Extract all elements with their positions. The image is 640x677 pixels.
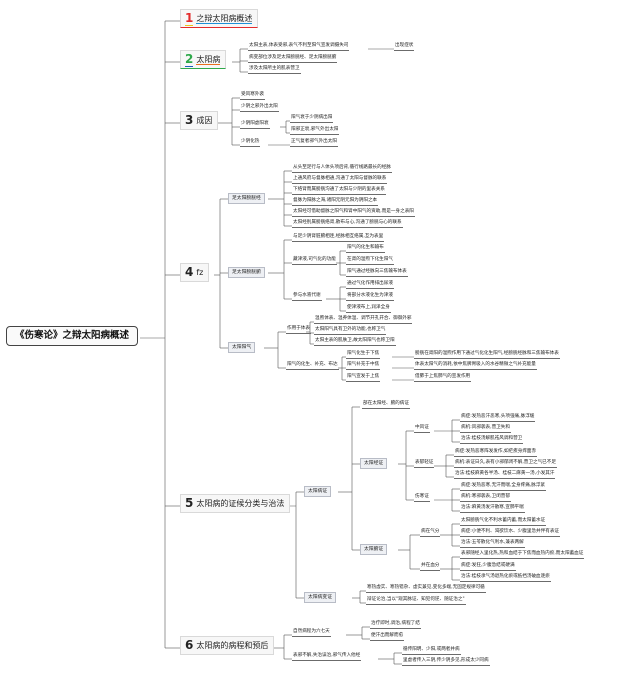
category-label: 之辩太阳病概述 (196, 14, 253, 24)
category-number: 2 (185, 52, 194, 67)
leaf-node: 太阳经别属膀胱络肾,散布与心,沟通了膀胱与心的联系 (292, 220, 403, 228)
leaf-node: 病机:寒邪袭表,卫闭营郁 (460, 494, 511, 502)
leaf-node: 病变部位涉及足太阳膀胱经、足太阳膀胱腑 (248, 55, 338, 63)
leaf-node: 治法:桂枝承气汤退热化瘀或抵挡汤破血逐瘀 (460, 574, 551, 582)
leaf-node: 阳气宣发于上焦 (346, 374, 381, 382)
leaf-node: 治疗即时,调治,病程了结 (370, 621, 421, 629)
leaf-node: 阳邪正衰,邪气外出太阳 (290, 127, 340, 135)
leaf-node: 辩证论治,当以"观其脉证、知犯何逆、随证治之" (366, 597, 466, 605)
branch-node[interactable]: 太阳阳气 (228, 342, 256, 353)
leaf-node: 涉及太阳所主的肌表营卫 (248, 66, 301, 74)
category-number: 4 (185, 265, 194, 279)
leaf-node: 阳气化生于下焦 (346, 351, 381, 359)
leaf-node: 阳气通过经脉向三焦输布体表 (346, 269, 408, 277)
leaf-node: 上通风府与督脉相通,沟通了太阳与督脉的联系 (292, 176, 388, 184)
leaf-node: 借肺于上焦肺气的宣发作用 (414, 374, 472, 382)
leaf-node: 阳气补充于中焦 (346, 362, 381, 370)
leaf-node: 作用于体表 (286, 326, 311, 334)
category-number: 5 (185, 496, 194, 510)
leaf-node: 循传阳明、少阳,或两者并病 (402, 647, 461, 655)
leaf-node: 便汗出而解而愈 (370, 633, 405, 641)
branch-node[interactable]: 太阳经证 (360, 458, 388, 469)
leaf-node: 藏津液,司气化的功能 (292, 257, 337, 265)
branch-node[interactable]: 足太阳膀胱腑 (228, 267, 265, 278)
leaf-node: 病症:发狂,少腹急结或硬满 (460, 563, 516, 571)
leaf-node: 阳气的化生、补充、布达 (286, 362, 339, 370)
leaf-node: 寒热虚实、寒热错杂、虚实兼见,变化多端,无固定规律可循 (366, 585, 486, 593)
leaf-node: 病在气分 (420, 529, 441, 537)
leaf-node: 表邪随经入里化热,热和血结于下焦而血热内瘀,而太阳蓄血证 (460, 551, 585, 559)
root-title: 《伤寒论》之辩太阳病概述 (15, 330, 130, 341)
leaf-node: 与足少阴肾脏腑相连,经脉相互络属,互为表里 (292, 234, 385, 242)
leaf-node: 使津液布上,润泽全身 (346, 305, 391, 313)
category-number: 1 (185, 11, 194, 26)
category-label: 太阳病的证候分类与治法 (196, 499, 285, 508)
leaf-node: 病机:表证日久,表有小邪郁闭不解,营卫之气已不足 (454, 460, 557, 468)
leaf-node: 病症:发热恶寒,无汗而喘,全身疼痛,脉浮紧 (460, 483, 547, 491)
leaf-node: 阳气的化生和输布 (346, 245, 385, 253)
leaf-node: 体表太阳气的消耗,依中焦脾胃吸入的水谷精微之气补充能量 (414, 362, 537, 370)
leaf-node: 督脉为阳脉之海,诸阳元阴元阳为阴阳之本 (292, 198, 379, 206)
leaf-node: 少阴化热 (240, 139, 261, 147)
root-node[interactable]: 《伤寒论》之辩太阳病概述 (6, 326, 139, 346)
leaf-node: 将部分水液化生为津液 (346, 293, 394, 301)
leaf-node: 并在血分 (420, 563, 441, 571)
leaf-node: 病机:风邪袭表,营卫失和 (460, 425, 511, 433)
leaf-node: 病症:发热恶寒阵发发作,如疟疾身痒面赤 (454, 449, 538, 457)
leaf-node: 少阴阳虚阳衰 (240, 121, 270, 129)
leaf-node: 通过气化作用排出尿液 (346, 281, 394, 289)
leaf-node: 表邪不解,失治误治,邪气传入他经 (292, 653, 362, 661)
leaf-node: 自然病程为六七天 (292, 629, 331, 637)
leaf-node: 太阳阳气具有卫外的功能,也称卫气 (314, 327, 387, 335)
leaf-node: 出现症状 (394, 43, 415, 51)
category-label: 成因 (196, 116, 213, 125)
branch-node[interactable]: 太阳病证 (304, 486, 332, 497)
leaf-node: 从头至足行与人体头项后背,循行线路最长的经脉 (292, 165, 392, 173)
leaf-node: 参与水液代谢 (292, 293, 322, 301)
leaf-node: 受风寒外袭 (240, 92, 265, 100)
category-label: 太阳病的病程和预后 (196, 641, 269, 650)
category-label: 太阳病 (196, 55, 221, 65)
branch-node[interactable]: 足太阳膀胱经 (228, 193, 265, 204)
leaf-node: 治法:桂枝麻黄各半汤、桂枝二麻黄一汤,小发其汗 (454, 471, 556, 479)
leaf-node: 温煦体表、温养体温、调节开孔开合、御御外邪 (314, 316, 413, 324)
leaf-node: 治法:麻黄汤发汗散寒,宣肺平喘 (460, 505, 525, 513)
leaf-node: 下络肾而属膀胱沟通了太阳与少阴的里表关系 (292, 187, 386, 195)
leaf-node: 少阴之邪外出太阳 (240, 104, 279, 112)
leaf-node: 在肾的温煦下化生阳气 (346, 257, 394, 265)
branch-node[interactable]: 太阳病变证 (304, 592, 336, 603)
leaf-node: 里虚者传入三阴,传少阴多见,形成太少同病 (402, 658, 490, 666)
leaf-node: 治法:五苓散化气利水,兼表两解 (460, 540, 525, 548)
leaf-node: 正气复者邪气外出太阳 (290, 139, 338, 147)
leaf-node: 治法:桂枝汤解肌祛风调和营卫 (460, 436, 524, 444)
leaf-node: 伤寒证 (414, 494, 430, 502)
leaf-node: 病症:小便不利、渴欲饮水、少腹里急并伴有表证 (460, 529, 561, 537)
leaf-node: 太阳主表,体表受邪,表气不利至阳气宣发调摄失司 (248, 43, 350, 51)
leaf-node: 部在太阳经、腑的病证 (362, 401, 410, 409)
category-label: fz (196, 268, 204, 277)
leaf-node: 太阳膀胱气化不利水蓄内蓄,而太阳蓄水证 (460, 518, 547, 526)
leaf-node: 中风证 (414, 425, 430, 433)
leaf-node: 太阳主表的肌肤卫,故太阳阳气也称卫阳 (314, 338, 396, 346)
leaf-node: 表郁轻证 (414, 460, 435, 468)
category-number: 3 (185, 113, 194, 127)
leaf-node: 太阳经可借助督脉之阳气和肾中阳气的资助,而是一身之表阳 (292, 209, 415, 217)
leaf-node: 病症:发热恶汗恶寒,头项强痛,脉浮缓 (460, 414, 536, 422)
leaf-node: 阳气衰于少阴病出阳 (290, 115, 334, 123)
category-number: 6 (185, 638, 194, 652)
branch-node[interactable]: 太阳腑证 (360, 544, 388, 555)
leaf-node: 膀胱在肾阳的温煦作用下通过气化化生阳气,经膀胱经脉和三焦输布体表 (414, 351, 560, 359)
